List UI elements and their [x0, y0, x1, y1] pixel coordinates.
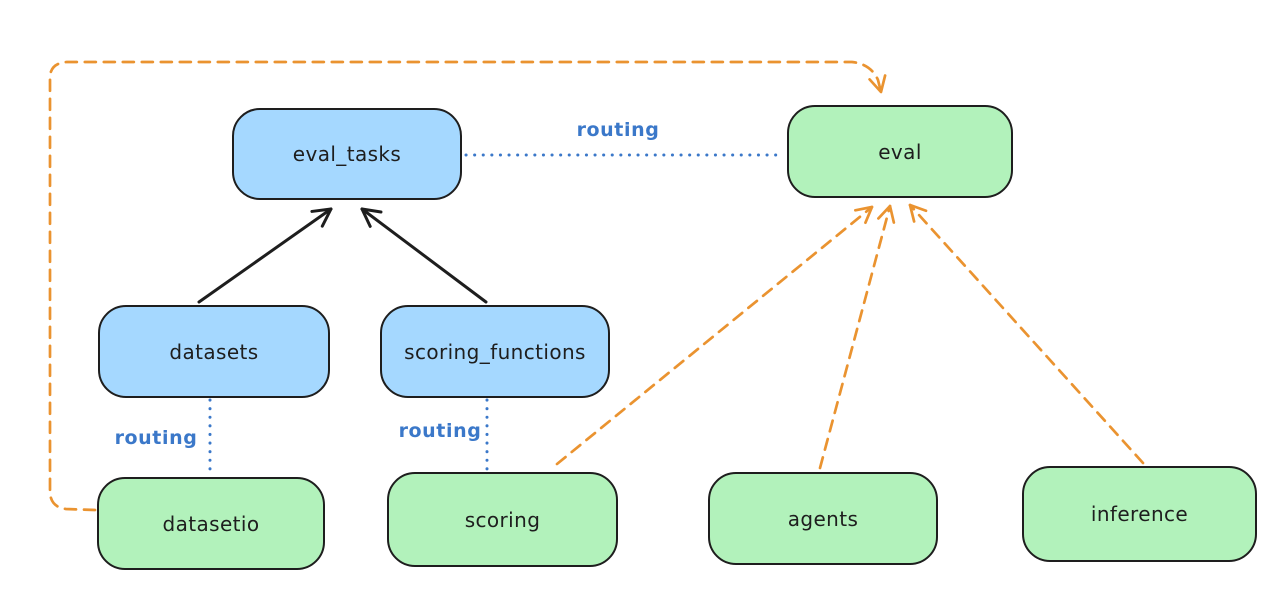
node-eval-label: eval — [878, 139, 922, 164]
node-eval_tasks: eval_tasks — [232, 108, 462, 200]
node-agents-label: agents — [787, 506, 859, 531]
node-datasetio-label: datasetio — [162, 511, 260, 536]
edge-label-routing-left: routing — [114, 427, 198, 449]
edge-datasetio-to-eval-feedback — [48, 60, 887, 512]
node-datasetio: datasetio — [97, 477, 325, 570]
node-scoring-label: scoring — [464, 507, 541, 532]
edge-inference-to-eval — [908, 203, 1145, 465]
edge-label-routing-top: routing — [576, 119, 660, 141]
node-scoring: scoring — [387, 472, 618, 567]
edge-label-routing-middle: routing — [398, 420, 482, 442]
node-agents: agents — [708, 472, 938, 565]
edge-datasets-to-eval_tasks — [197, 207, 333, 304]
node-eval_tasks-label: eval_tasks — [292, 142, 402, 166]
node-inference-label: inference — [1090, 502, 1189, 526]
node-inference: inference — [1022, 466, 1257, 562]
node-datasets: datasets — [98, 305, 330, 398]
node-scoring_functions: scoring_functions — [380, 305, 610, 398]
node-datasets-label: datasets — [169, 339, 259, 364]
edge-agents-to-eval — [818, 204, 896, 470]
node-eval: eval — [787, 105, 1013, 198]
node-scoring_functions-label: scoring_functions — [404, 339, 586, 364]
edge-scoring-to-eval — [555, 205, 874, 466]
edge-scoring_functions-to-eval_tasks — [360, 207, 488, 304]
